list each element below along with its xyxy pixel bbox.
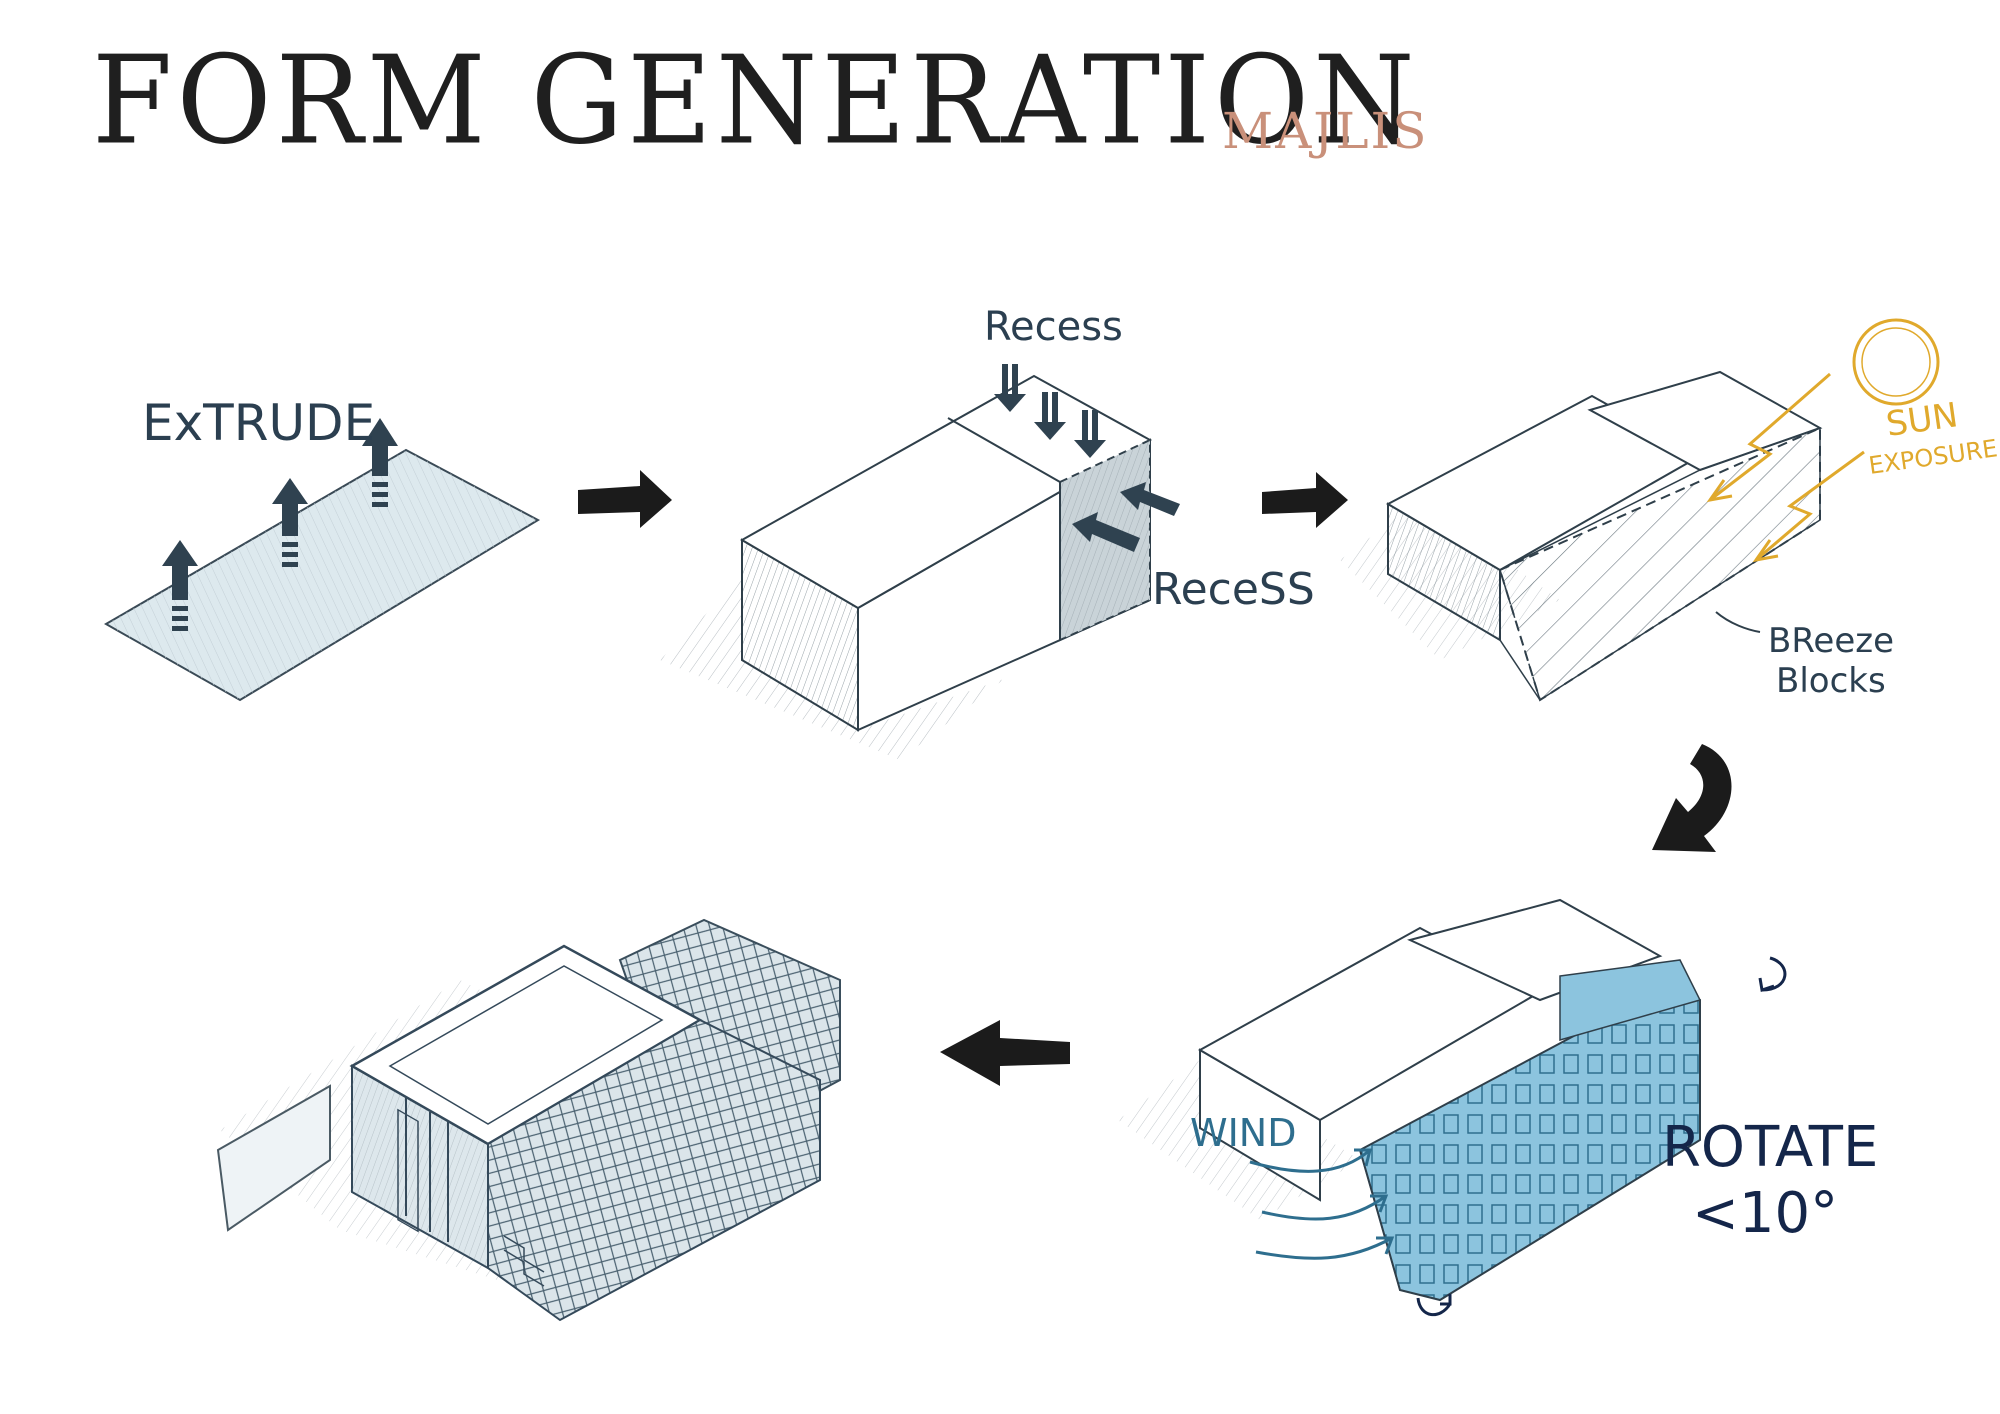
sun-ray-arrow-icon — [1706, 372, 1865, 563]
step-final — [216, 918, 841, 1322]
label-breeze: BReeze — [1768, 621, 1894, 661]
right-arrow-icon — [1262, 472, 1348, 528]
label-blocks: Blocks — [1776, 661, 1886, 701]
label-extrude: ExTRUDE — [142, 394, 375, 452]
label-rotate-angle: <10° — [1692, 1181, 1838, 1246]
recess-arrow-icon — [1072, 482, 1180, 552]
down-arrow-icon — [994, 364, 1026, 412]
rotate-arrow-icon — [1416, 956, 1787, 1316]
lattice-facade — [487, 1018, 821, 1322]
label-recess-top: Recess — [984, 304, 1123, 350]
label-exposure: EXPOSURE — [1867, 434, 1999, 480]
wind-arrow-icon — [1249, 1148, 1395, 1260]
right-arrow-icon — [578, 470, 672, 528]
up-arrow-icon — [272, 478, 308, 567]
label-sun: SUN — [1884, 395, 1961, 445]
page-title: FORM GENERATION — [92, 30, 1419, 172]
entry-steps — [503, 1235, 545, 1287]
step-extrude: ExTRUDE — [103, 394, 541, 702]
step-recess: Recess ReceSS — [660, 304, 1315, 760]
label-rotate: ROTATE — [1662, 1115, 1878, 1180]
left-arrow-icon — [940, 1020, 1070, 1086]
step-breeze: SUN EXPOSURE BReeze Blocks — [1340, 318, 1999, 702]
page-subtitle: MAJLIS — [1222, 102, 1429, 160]
up-arrow-icon — [162, 540, 198, 631]
sun-icon — [1852, 318, 1940, 406]
curved-arrow-icon — [1652, 744, 1732, 852]
down-arrow-icon — [1074, 410, 1106, 458]
label-recess-side: ReceSS — [1152, 564, 1315, 615]
down-arrow-icon — [1034, 392, 1066, 440]
up-arrow-icon — [362, 418, 398, 507]
step-rotate: WIND ROTATE <10° — [1118, 898, 1878, 1316]
label-wind: WIND — [1190, 1111, 1296, 1155]
